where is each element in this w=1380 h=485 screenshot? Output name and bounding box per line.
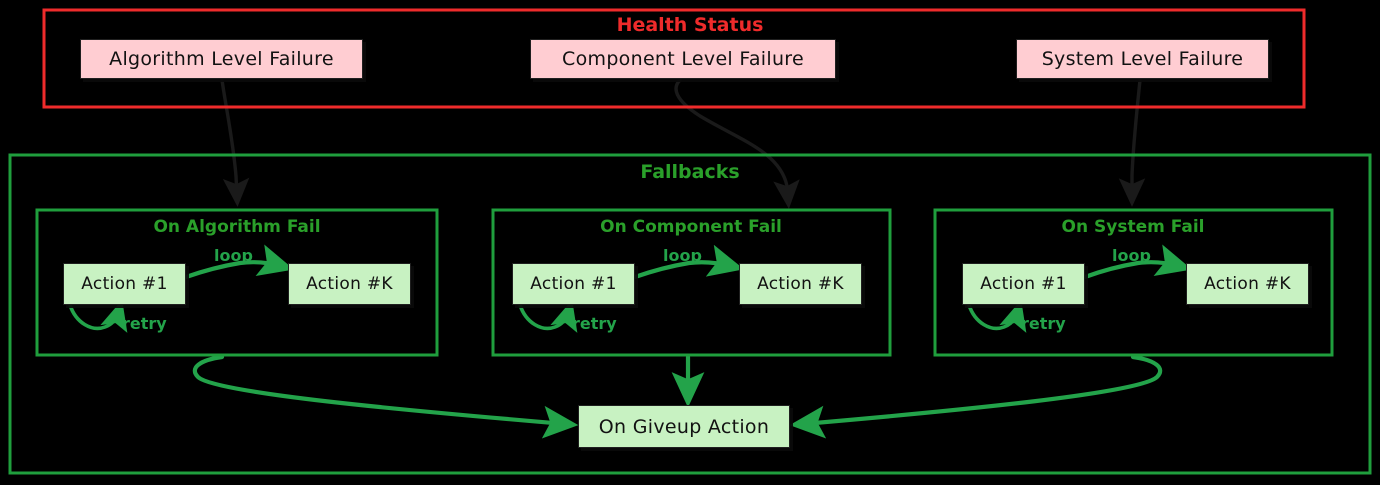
cluster-label-on-system-fail: On System Fail (1061, 217, 1205, 237)
node-algo-action-k[interactable]: Action #K (288, 263, 411, 305)
cluster-label-on-component-fail: On Component Fail (600, 217, 782, 237)
edge-sys-retry (967, 299, 1027, 333)
edge-label-sys-loop: loop (1112, 246, 1151, 265)
edge-algo-loop (183, 244, 294, 280)
node-component-level-failure[interactable]: Component Level Failure (530, 39, 836, 79)
node-comp-action-1[interactable]: Action #1 (512, 263, 635, 305)
node-comp-action-k[interactable]: Action #K (739, 263, 862, 305)
edge-label-algo-loop: loop (214, 246, 253, 265)
cluster-on-component-fail-border (491, 208, 892, 357)
edge-label-algo-retry: retry (122, 314, 167, 333)
edge-component-to-fallback (674, 78, 800, 209)
edge-system-to-giveup (789, 354, 1163, 439)
cluster-fallbacks-border (8, 153, 1372, 475)
edge-comp-loop (632, 244, 745, 280)
edge-algorithm-to-giveup (192, 354, 579, 439)
cluster-label-on-algorithm-fail: On Algorithm Fail (153, 217, 321, 237)
cluster-on-system-fail-border (933, 208, 1334, 357)
edge-label-comp-loop: loop (663, 246, 702, 265)
edge-comp-retry (518, 299, 578, 333)
cluster-label-health-status: Health Status (616, 14, 764, 36)
edge-label-comp-retry: retry (572, 314, 617, 333)
cluster-on-algorithm-fail-border (35, 208, 439, 357)
node-sys-action-k[interactable]: Action #K (1186, 263, 1309, 305)
edge-algo-retry (68, 299, 128, 333)
node-algorithm-level-failure[interactable]: Algorithm Level Failure (80, 39, 363, 79)
edge-system-to-fallback (1118, 78, 1146, 207)
node-system-level-failure[interactable]: System Level Failure (1016, 39, 1269, 79)
node-algo-action-1[interactable]: Action #1 (63, 263, 186, 305)
edge-sys-loop (1082, 244, 1192, 280)
edge-label-sys-retry: retry (1021, 314, 1066, 333)
cluster-label-fallbacks: Fallbacks (640, 161, 740, 183)
node-sys-action-1[interactable]: Action #1 (962, 263, 1085, 305)
cluster-health-status-border (42, 8, 1306, 109)
edge-algorithm-to-fallback (220, 78, 250, 207)
node-on-giveup-action[interactable]: On Giveup Action (578, 405, 790, 448)
